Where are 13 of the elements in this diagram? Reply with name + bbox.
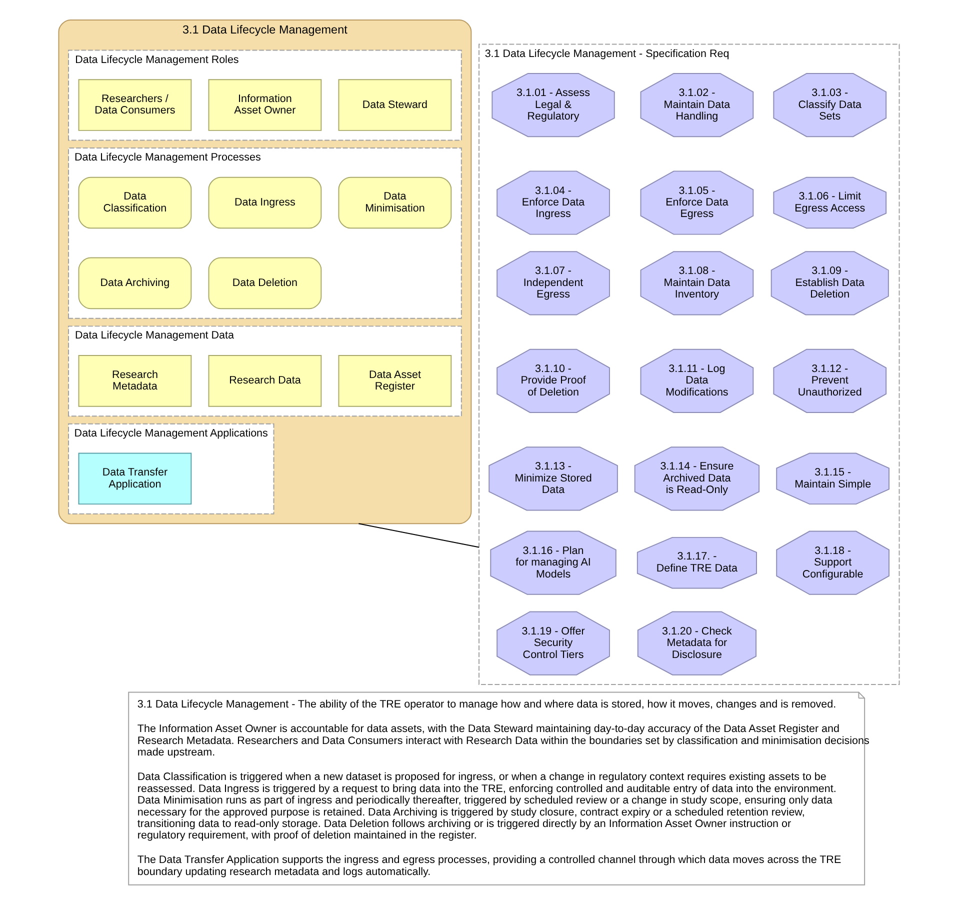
node-box: Researchers / Data Consumers: [78, 79, 192, 131]
node-box: Data Asset Register: [338, 355, 452, 407]
node-box: Data Steward: [338, 79, 452, 131]
node-box: Information Asset Owner: [208, 79, 322, 131]
node-box: Research Data: [208, 355, 322, 407]
node-box: Data Transfer Application: [78, 452, 192, 505]
node-box: Research Metadata: [78, 355, 192, 407]
node-box: Data Archiving: [78, 257, 192, 310]
node-box: Data Classification: [78, 176, 192, 229]
node-box: Data Minimisation: [338, 176, 452, 229]
node-box: Data Deletion: [208, 257, 322, 310]
connector: [358, 523, 479, 548]
node-box: Data Ingress: [208, 176, 322, 229]
